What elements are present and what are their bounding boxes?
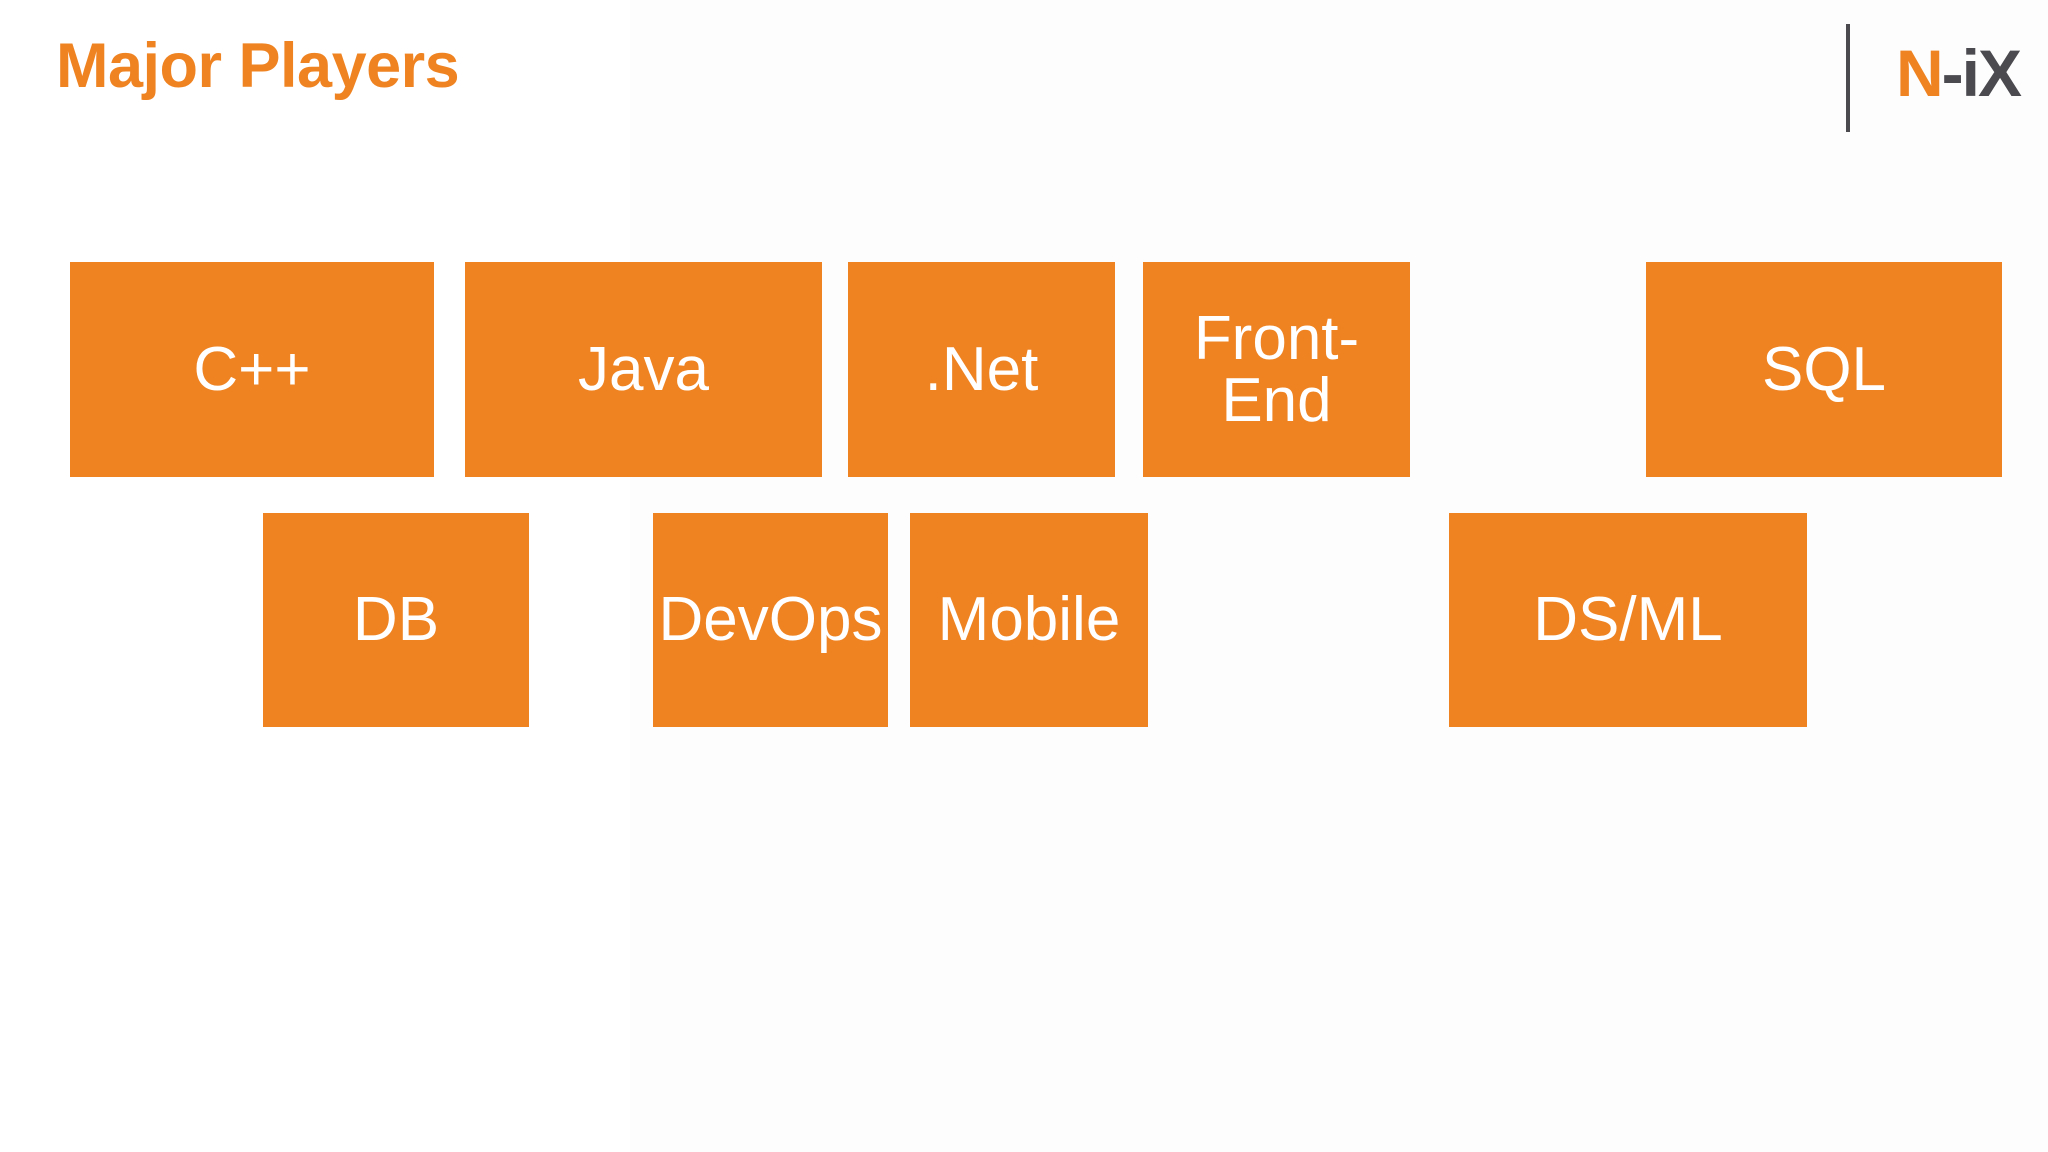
tile-label: Mobile	[937, 585, 1121, 654]
tile-sql[interactable]: SQL	[1646, 262, 2002, 477]
tile-ds-ml[interactable]: DS/ML	[1449, 513, 1807, 727]
tile-label: .Net	[924, 334, 1039, 404]
tile-java[interactable]: Java	[465, 262, 822, 477]
tile-front-end[interactable]: Front-End	[1143, 262, 1410, 477]
logo-letters-ix: -iX	[1941, 36, 2022, 110]
tile-devops[interactable]: DevOps	[653, 513, 888, 727]
page-title: Major Players	[56, 31, 460, 101]
tile-label: Front-End	[1193, 303, 1360, 435]
tile-label: DevOps	[658, 585, 883, 654]
tile-db[interactable]: DB	[263, 513, 529, 727]
tile-cpp[interactable]: C++	[70, 262, 434, 477]
tile-label: C++	[193, 334, 311, 404]
logo-letter-n: N	[1895, 36, 1944, 110]
tile-label: SQL	[1761, 334, 1887, 404]
vertical-divider-icon	[1845, 24, 1850, 132]
n-ix-logo: N-iX	[1896, 40, 2022, 116]
tile-mobile[interactable]: Mobile	[910, 513, 1148, 727]
tile-label: Java	[578, 334, 709, 404]
tile-label: DB	[352, 585, 440, 654]
tile-dotnet[interactable]: .Net	[848, 262, 1115, 477]
brand-area: N-iX	[1845, 22, 2022, 134]
tile-label: DS/ML	[1533, 585, 1723, 654]
